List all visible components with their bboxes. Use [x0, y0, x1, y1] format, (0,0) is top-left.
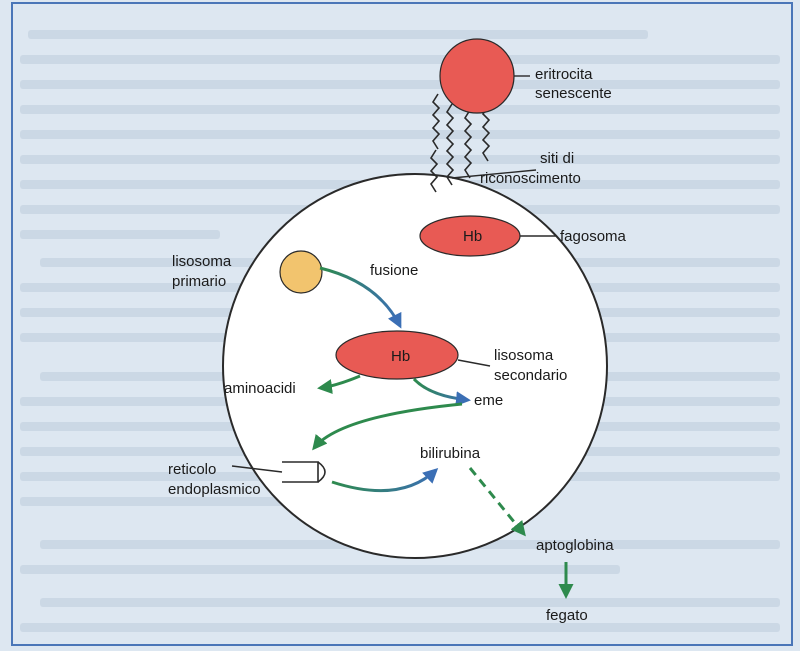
aminoacidi-label: aminoacidi: [224, 380, 296, 397]
erythrocyte: [439, 38, 515, 114]
lisosoma-primario-label: lisosoma: [172, 253, 232, 270]
recognition-sites: [429, 93, 491, 193]
secondario-label: secondario: [494, 367, 567, 384]
eme-label: eme: [474, 392, 503, 409]
page-border: [11, 2, 793, 646]
fusion-arrow: [319, 266, 402, 329]
secondary-lysosome: [335, 330, 459, 380]
eme-arrow: [412, 377, 471, 407]
fegato-label: fegato: [546, 607, 588, 624]
aminoacidi-arrow: [317, 374, 361, 394]
fusione-label: fusione: [370, 262, 418, 279]
eritrocita-label: eritrocita: [535, 66, 593, 83]
hb-fagosoma-label: Hb: [463, 228, 482, 245]
to-reticulum-arrow: [312, 402, 463, 451]
aptoglobina-label: aptoglobina: [536, 537, 614, 554]
leader-lines: [231, 75, 556, 473]
siti-label: siti di: [540, 150, 574, 167]
endoplasmico-label: endoplasmico: [168, 481, 261, 498]
riconoscimento-label: riconoscimento: [480, 170, 581, 187]
bilirubina-label: bilirubina: [420, 445, 481, 462]
senescente-label: senescente: [535, 85, 612, 102]
primary-lysosome: [279, 250, 323, 294]
reticulum-symbol: [282, 461, 326, 483]
reticolo-label: reticolo: [168, 461, 216, 478]
primario-label: primario: [172, 273, 226, 290]
hb-secondario-label: Hb: [391, 348, 410, 365]
lisosoma-secondario-label: lisosoma: [494, 347, 554, 364]
bilirubina-arrow: [331, 467, 439, 493]
fagosoma-label: fagosoma: [560, 228, 627, 245]
